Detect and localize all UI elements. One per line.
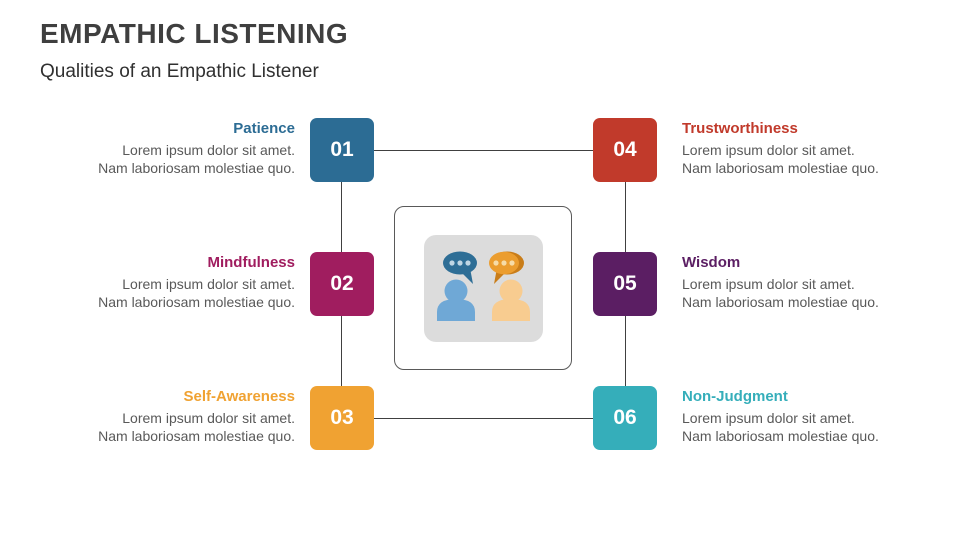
desc-line-1: Lorem ipsum dolor sit amet. xyxy=(122,410,295,426)
slide-subtitle: Qualities of an Empathic Listener xyxy=(40,61,319,82)
desc-line-1: Lorem ipsum dolor sit amet. xyxy=(682,142,855,158)
desc-line-2: Nam laboriosam molestiae quo. xyxy=(682,293,879,310)
connector-line-bottom xyxy=(374,418,593,419)
person-right-body xyxy=(491,298,530,321)
number-box-05: 05 xyxy=(593,252,657,316)
item-description-trustworthiness: Lorem ipsum dolor sit amet.Nam laboriosa… xyxy=(682,142,922,177)
desc-line-1: Lorem ipsum dolor sit amet. xyxy=(682,410,855,426)
connector-line-right-lower xyxy=(625,316,626,386)
number-box-04: 04 xyxy=(593,118,657,182)
item-text-self-awareness: Self-Awareness Lorem ipsum dolor sit ame… xyxy=(55,388,295,445)
item-description-non-judgment: Lorem ipsum dolor sit amet.Nam laboriosa… xyxy=(682,410,922,445)
center-icon-frame xyxy=(394,206,572,370)
item-label-trustworthiness: Trustworthiness xyxy=(682,120,798,137)
connector-line-top xyxy=(374,150,593,151)
person-right-head xyxy=(499,279,522,302)
slide-title: EMPATHIC LISTENING xyxy=(40,18,349,49)
item-description-patience: Lorem ipsum dolor sit amet.Nam laboriosa… xyxy=(55,142,295,177)
person-left-body xyxy=(436,298,475,321)
icon-panel xyxy=(423,234,543,342)
desc-line-2: Nam laboriosam molestiae quo. xyxy=(682,427,879,444)
conversation-people-icon xyxy=(423,234,543,342)
bubble-left-dot xyxy=(464,259,471,266)
number-box-01: 01 xyxy=(310,118,374,182)
item-description-self-awareness: Lorem ipsum dolor sit amet.Nam laboriosa… xyxy=(55,410,295,445)
connector-line-left-lower xyxy=(341,316,342,386)
desc-line-1: Lorem ipsum dolor sit amet. xyxy=(122,276,295,292)
item-label-self-awareness: Self-Awareness xyxy=(183,388,295,405)
connector-line-left-upper xyxy=(341,182,342,252)
bubble-left-dot xyxy=(448,259,455,266)
item-description-wisdom: Lorem ipsum dolor sit amet.Nam laboriosa… xyxy=(682,276,922,311)
desc-line-2: Nam laboriosam molestiae quo. xyxy=(98,159,295,176)
bubble-left-dot xyxy=(456,259,463,266)
desc-line-1: Lorem ipsum dolor sit amet. xyxy=(122,142,295,158)
item-text-non-judgment: Non-Judgment Lorem ipsum dolor sit amet.… xyxy=(682,388,922,445)
bubble-right-dot xyxy=(500,259,507,266)
desc-line-2: Nam laboriosam molestiae quo. xyxy=(682,159,879,176)
connector-line-right-upper xyxy=(625,182,626,252)
bubble-right-dot xyxy=(492,259,499,266)
number-box-02: 02 xyxy=(310,252,374,316)
bubble-right-dot xyxy=(508,259,515,266)
item-label-wisdom: Wisdom xyxy=(682,254,741,271)
item-text-wisdom: Wisdom Lorem ipsum dolor sit amet.Nam la… xyxy=(682,254,922,311)
person-left-head xyxy=(444,279,467,302)
item-text-patience: Patience Lorem ipsum dolor sit amet.Nam … xyxy=(55,120,295,177)
item-text-trustworthiness: Trustworthiness Lorem ipsum dolor sit am… xyxy=(682,120,922,177)
item-label-mindfulness: Mindfulness xyxy=(207,254,295,271)
number-box-03: 03 xyxy=(310,386,374,450)
item-label-patience: Patience xyxy=(233,120,295,137)
desc-line-1: Lorem ipsum dolor sit amet. xyxy=(682,276,855,292)
item-label-non-judgment: Non-Judgment xyxy=(682,388,788,405)
number-box-06: 06 xyxy=(593,386,657,450)
desc-line-2: Nam laboriosam molestiae quo. xyxy=(98,293,295,310)
item-text-mindfulness: Mindfulness Lorem ipsum dolor sit amet.N… xyxy=(55,254,295,311)
item-description-mindfulness: Lorem ipsum dolor sit amet.Nam laboriosa… xyxy=(55,276,295,311)
desc-line-2: Nam laboriosam molestiae quo. xyxy=(98,427,295,444)
